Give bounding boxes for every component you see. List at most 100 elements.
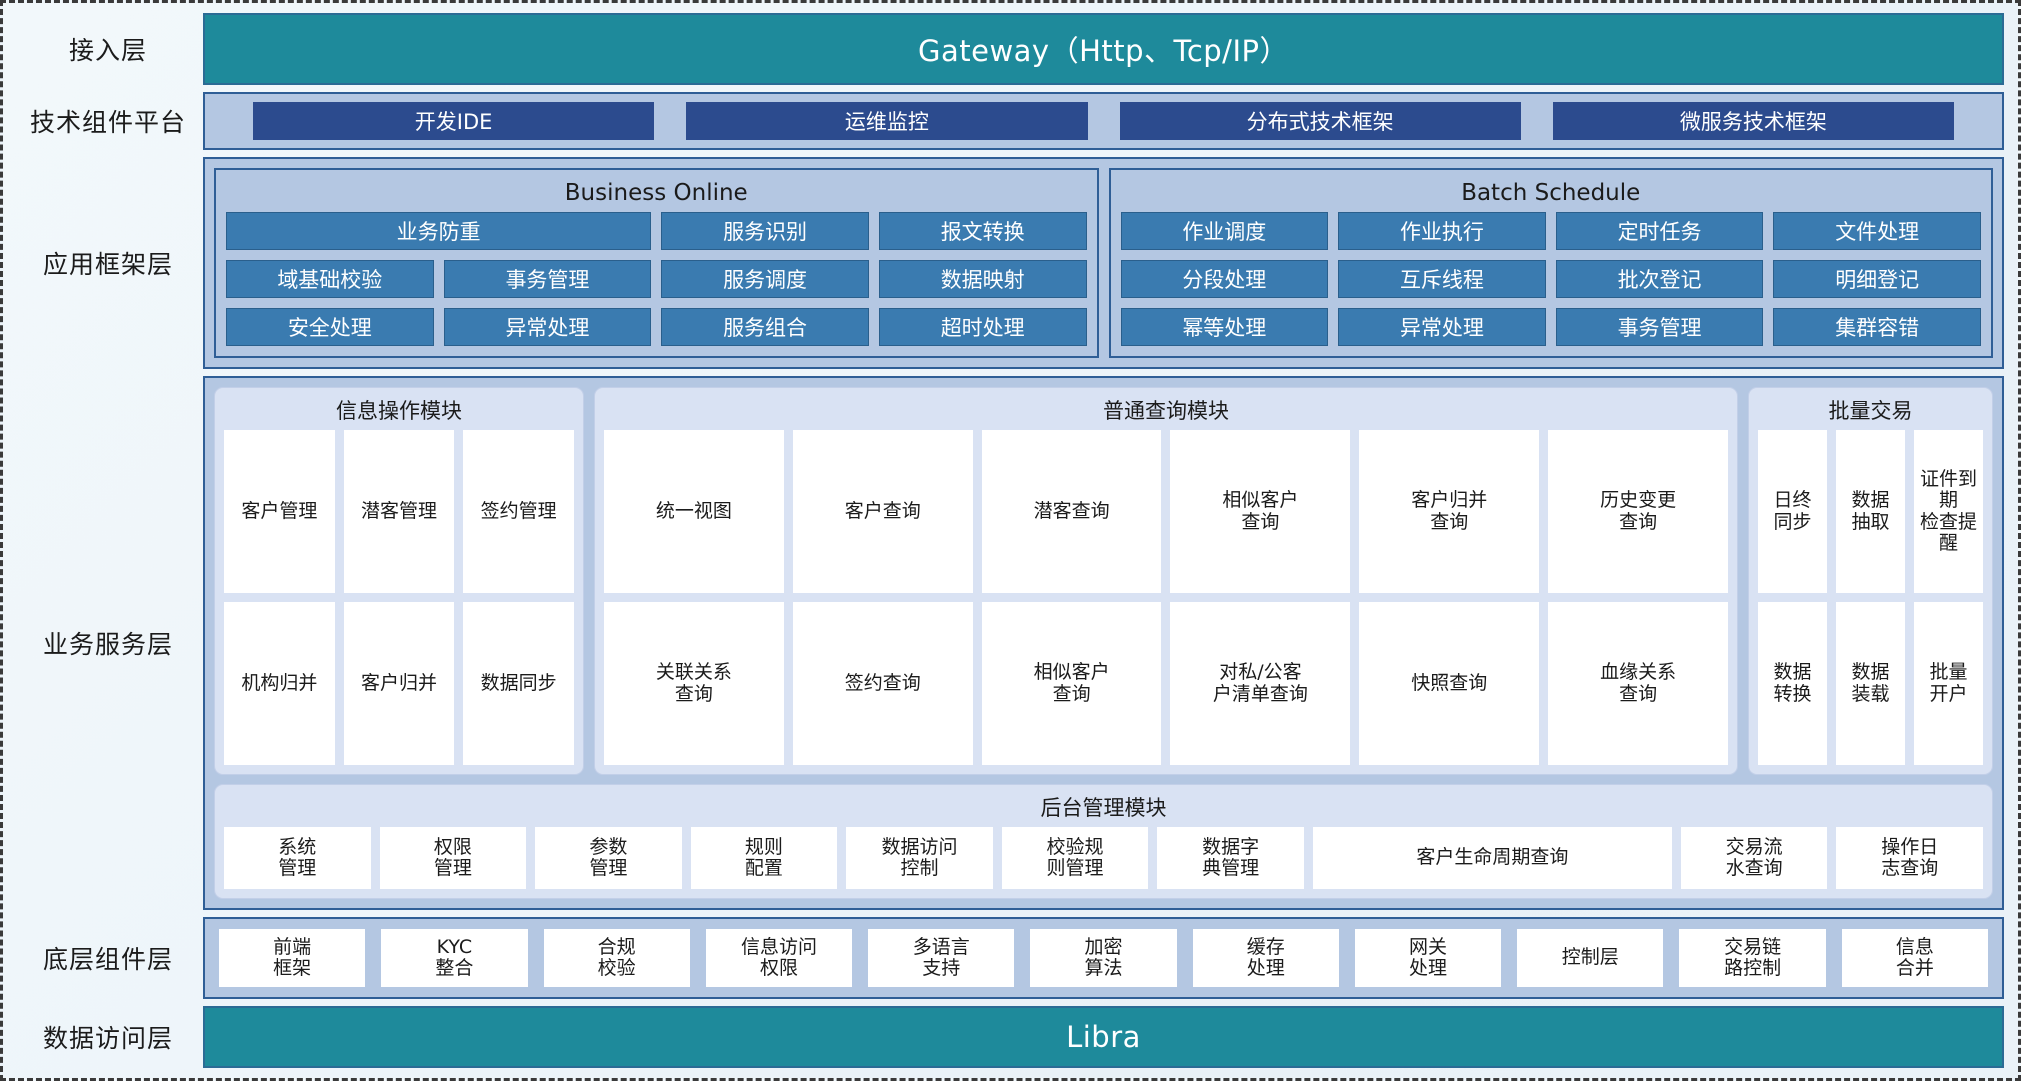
libra-bar[interactable]: Libra: [203, 1006, 2004, 1068]
admin-cell-权限-管理[interactable]: 权限管理: [379, 827, 527, 889]
layer-body-tech-platform: 开发IDE 运维监控 分布式技术框架 微服务技术框架: [203, 92, 2004, 150]
bc-cell-控制层[interactable]: 控制层: [1517, 929, 1664, 987]
af-cell-批次登记[interactable]: 批次登记: [1555, 260, 1764, 298]
layer-label-access: 接入层: [68, 36, 147, 65]
bc-cell-网关-处理[interactable]: 网关处理: [1354, 929, 1502, 987]
bs-cell-数据-抽取[interactable]: 数据抽取: [1836, 430, 1905, 593]
bs-cell-机构归并[interactable]: 机构归并: [224, 602, 335, 765]
af-cell-互斥线程[interactable]: 互斥线程: [1338, 260, 1546, 298]
bs-cell-数据-装载[interactable]: 数据装载: [1836, 602, 1905, 765]
layer-access: 接入层 Gateway（Http、Tcp/IP）: [13, 13, 2004, 85]
bs-cell-客户管理[interactable]: 客户管理: [224, 430, 335, 593]
af-cell-事务管理[interactable]: 事务管理: [443, 260, 652, 298]
af-cell-作业执行[interactable]: 作业执行: [1338, 212, 1546, 250]
layer-label-data-access: 数据访问层: [42, 1024, 173, 1053]
af-cell-明细登记[interactable]: 明细登记: [1773, 260, 1981, 298]
admin-cell-校验规-则管理[interactable]: 校验规则管理: [1001, 827, 1149, 889]
layer-label-business-service: 业务服务层: [42, 630, 173, 659]
bs-cell-签约查询[interactable]: 签约查询: [792, 602, 973, 765]
af-cell-异常处理[interactable]: 异常处理: [1338, 308, 1546, 346]
bs-cell-对私-公客-户清单查询[interactable]: 对私/公客户清单查询: [1170, 602, 1351, 765]
bs-cell-历史变更-查询[interactable]: 历史变更查询: [1548, 430, 1728, 593]
batch-transaction-grid: 日终同步数据抽取证件到期检查提醒数据转换数据装载批量开户: [1758, 430, 1983, 765]
af-cell-服务组合[interactable]: 服务组合: [661, 308, 869, 346]
bs-cell-相似客户-查询[interactable]: 相似客户查询: [1170, 430, 1351, 593]
af-cell-服务调度[interactable]: 服务调度: [661, 260, 869, 298]
admin-cell-系统-管理[interactable]: 系统管理: [224, 827, 371, 889]
info-operation-grid: 客户管理潜客管理签约管理机构归并客户归并数据同步: [224, 430, 574, 765]
af-cell-服务识别[interactable]: 服务识别: [661, 212, 869, 250]
module-admin-management: 后台管理模块 系统管理权限管理参数管理规则配置数据访问控制校验规则管理数据字典管…: [214, 784, 1993, 899]
bc-cell-交易链-路控制[interactable]: 交易链路控制: [1679, 929, 1826, 987]
bs-cell-相似客户-查询[interactable]: 相似客户查询: [981, 602, 1162, 765]
bs-cell-血缘关系-查询[interactable]: 血缘关系查询: [1548, 602, 1728, 765]
af-cell-定时任务[interactable]: 定时任务: [1555, 212, 1764, 250]
admin-cell-数据字-典管理[interactable]: 数据字典管理: [1157, 827, 1304, 889]
admin-cell-参数-管理[interactable]: 参数管理: [535, 827, 682, 889]
af-cell-幂等处理[interactable]: 幂等处理: [1120, 308, 1329, 346]
group-batch-schedule: Batch Schedule 作业调度作业执行定时任务文件处理分段处理互斥线程批…: [1108, 168, 1993, 358]
layer-body-business-service: 信息操作模块 客户管理潜客管理签约管理机构归并客户归并数据同步 普通查询模块 统…: [203, 376, 2004, 910]
layer-body-access: Gateway（Http、Tcp/IP）: [203, 13, 2004, 85]
af-cell-数据映射[interactable]: 数据映射: [878, 260, 1087, 298]
batch-schedule-grid: 作业调度作业执行定时任务文件处理分段处理互斥线程批次登记明细登记幂等处理异常处理…: [1120, 212, 1981, 346]
admin-cell-规则-配置[interactable]: 规则配置: [690, 827, 838, 889]
bs-cell-客户归并-查询[interactable]: 客户归并查询: [1359, 430, 1540, 593]
bs-cell-数据同步[interactable]: 数据同步: [463, 602, 574, 765]
bs-cell-客户归并[interactable]: 客户归并: [343, 602, 455, 765]
bs-cell-统一视图[interactable]: 统一视图: [604, 430, 784, 593]
bs-cell-快照查询[interactable]: 快照查询: [1359, 602, 1540, 765]
layer-label-bottom-component: 底层组件层: [42, 945, 173, 974]
af-cell-安全处理[interactable]: 安全处理: [226, 308, 434, 346]
layer-body-app-framework: Business Online 业务防重服务识别报文转换域基础校验事务管理服务调…: [203, 157, 2004, 369]
module-title-common-query: 普通查询模块: [1103, 399, 1229, 423]
bc-cell-多语言-支持[interactable]: 多语言支持: [868, 929, 1015, 987]
layer-data-access: 数据访问层 Libra: [13, 1006, 2004, 1068]
bs-cell-批量-开户[interactable]: 批量开户: [1914, 602, 1983, 765]
module-info-operation: 信息操作模块 客户管理潜客管理签约管理机构归并客户归并数据同步: [214, 387, 584, 775]
bc-cell-信息-合并[interactable]: 信息合并: [1841, 929, 1988, 987]
bc-cell-前端-框架[interactable]: 前端框架: [219, 929, 366, 987]
layer-app-framework: 应用框架层 Business Online 业务防重服务识别报文转换域基础校验事…: [13, 157, 2004, 369]
admin-cell-数据访问-控制[interactable]: 数据访问控制: [846, 827, 993, 889]
af-cell-集群容错[interactable]: 集群容错: [1773, 308, 1981, 346]
af-cell-作业调度[interactable]: 作业调度: [1120, 212, 1329, 250]
bc-cell-合规-校验[interactable]: 合规校验: [543, 929, 690, 987]
gateway-bar[interactable]: Gateway（Http、Tcp/IP）: [203, 13, 2004, 85]
bs-cell-证件到期-检查提醒[interactable]: 证件到期检查提醒: [1914, 430, 1983, 593]
bs-cell-日终-同步[interactable]: 日终同步: [1758, 430, 1827, 593]
group-title-business-online: Business Online: [564, 180, 748, 206]
af-cell-报文转换[interactable]: 报文转换: [878, 212, 1087, 250]
bs-cell-关联关系-查询[interactable]: 关联关系查询: [604, 602, 784, 765]
af-cell-业务防重[interactable]: 业务防重: [226, 212, 652, 250]
tech-item-ide[interactable]: 开发IDE: [253, 102, 655, 140]
bc-cell-缓存-处理[interactable]: 缓存处理: [1192, 929, 1339, 987]
af-cell-异常处理[interactable]: 异常处理: [443, 308, 652, 346]
admin-cell-交易流-水查询[interactable]: 交易流水查询: [1680, 827, 1828, 889]
bs-cell-潜客查询[interactable]: 潜客查询: [981, 430, 1162, 593]
bs-cell-签约管理[interactable]: 签约管理: [463, 430, 574, 593]
tech-item-ops[interactable]: 运维监控: [686, 102, 1088, 140]
bs-cell-潜客管理[interactable]: 潜客管理: [343, 430, 455, 593]
af-cell-超时处理[interactable]: 超时处理: [878, 308, 1087, 346]
bc-cell-加密-算法[interactable]: 加密算法: [1030, 929, 1177, 987]
layer-business-service: 业务服务层 信息操作模块 客户管理潜客管理签约管理机构归并客户归并数据同步 普通…: [13, 376, 2004, 910]
tech-item-microservice[interactable]: 微服务技术框架: [1552, 102, 1954, 140]
af-cell-分段处理[interactable]: 分段处理: [1120, 260, 1329, 298]
af-cell-文件处理[interactable]: 文件处理: [1773, 212, 1981, 250]
module-common-query: 普通查询模块 统一视图客户查询潜客查询相似客户查询客户归并查询历史变更查询关联关…: [594, 387, 1738, 775]
af-cell-事务管理[interactable]: 事务管理: [1555, 308, 1764, 346]
bs-cell-数据-转换[interactable]: 数据转换: [1758, 602, 1827, 765]
af-cell-域基础校验[interactable]: 域基础校验: [226, 260, 434, 298]
tech-item-distributed[interactable]: 分布式技术框架: [1119, 102, 1521, 140]
layer-label-tech-platform: 技术组件平台: [29, 108, 186, 137]
bc-cell-信息访问-权限[interactable]: 信息访问权限: [705, 929, 853, 987]
admin-cell-操作日-志查询[interactable]: 操作日志查询: [1836, 827, 1983, 889]
tech-platform-panel: 开发IDE 运维监控 分布式技术框架 微服务技术框架: [203, 92, 2004, 150]
admin-cell-客户生命周期查询[interactable]: 客户生命周期查询: [1312, 827, 1672, 889]
module-title-info-operation: 信息操作模块: [336, 399, 462, 423]
bs-cell-客户查询[interactable]: 客户查询: [792, 430, 973, 593]
